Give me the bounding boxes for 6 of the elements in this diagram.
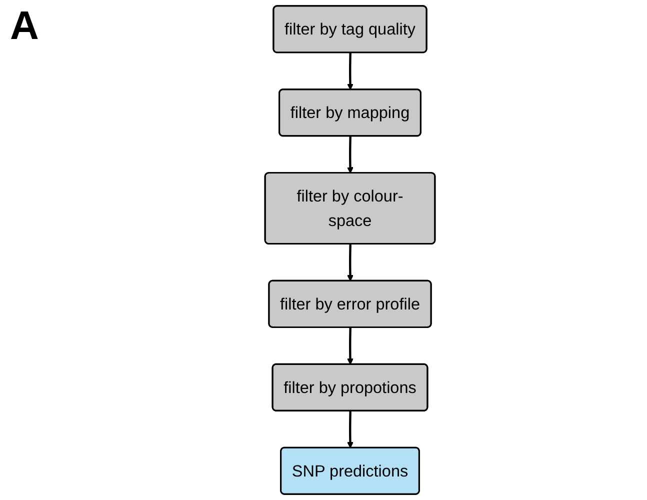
arrow — [347, 52, 354, 90]
arrow — [347, 410, 354, 448]
arrow — [347, 244, 354, 282]
arrow — [347, 328, 354, 365]
arrow — [347, 136, 354, 174]
panel-label: A — [10, 4, 39, 49]
